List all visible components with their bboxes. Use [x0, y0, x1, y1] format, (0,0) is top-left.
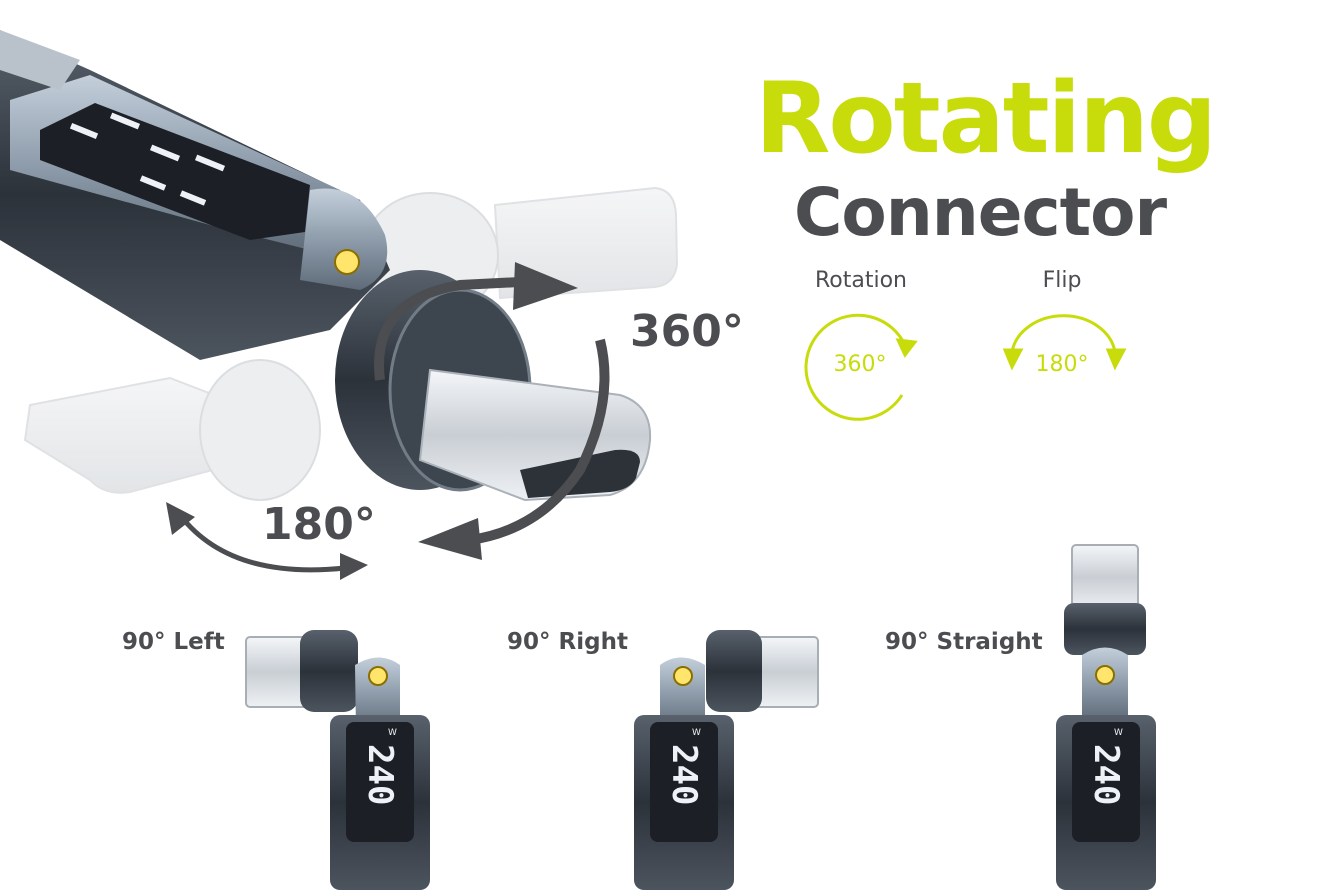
rotation-value: 360° [833, 352, 887, 377]
view-straight-unit: W [1114, 728, 1123, 738]
view-left-display: 240 [360, 744, 400, 805]
view-left-display-value: 240 [360, 744, 400, 806]
flip-arrow [166, 502, 368, 580]
view-straight-display-value: 240 [1086, 744, 1126, 806]
view-right-display: 240 [664, 744, 704, 805]
flip-caption: Flip [1042, 268, 1082, 293]
view-right-unit: W [692, 728, 701, 738]
usb-c-plug [418, 368, 652, 502]
view-left-label: 90° Left [122, 629, 225, 655]
ghost-plug-bottom [23, 359, 321, 501]
flip-180-icon [1002, 314, 1127, 371]
view-straight-label: 90° Straight [885, 629, 1043, 655]
hero-rotation-label: 360° [630, 306, 744, 357]
view-right-device [634, 630, 819, 890]
rotate-360-icon [804, 313, 918, 421]
hero-display [40, 103, 310, 240]
hinge [300, 188, 388, 290]
view-right-label: 90° Right [507, 629, 628, 655]
view-straight-device [1056, 544, 1156, 890]
view-right-display-value: 240 [664, 744, 704, 806]
headline-title: Rotating [754, 62, 1217, 176]
view-left-device [245, 630, 430, 890]
flip-value: 180° [1035, 352, 1089, 377]
headline-subtitle: Connector [793, 174, 1167, 251]
hero-flip-label: 180° [262, 499, 376, 550]
view-straight-display: 240 [1086, 744, 1126, 805]
rotation-caption: Rotation [814, 268, 907, 293]
view-left-unit: W [388, 728, 397, 738]
rotation-arrow [374, 262, 610, 560]
